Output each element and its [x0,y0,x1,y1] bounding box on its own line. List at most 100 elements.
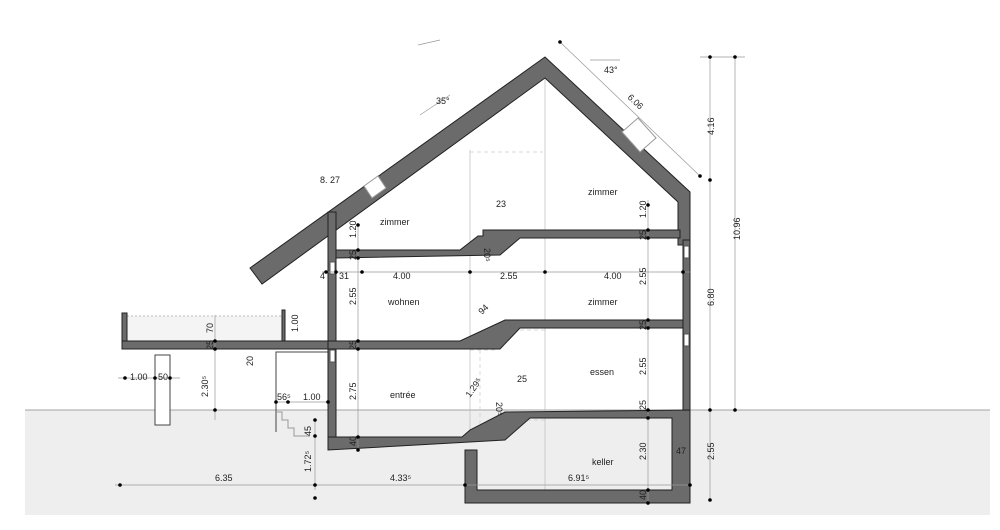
dimension-point [646,228,650,232]
dimension-label: 25 [348,250,358,260]
dimension-point [326,400,330,404]
dimension-label: 2.55 [638,357,648,375]
dimension-label: 1.00 [290,314,300,332]
dimension-point [286,400,290,404]
dimension-label: 2.30 [638,442,648,460]
dimension-label: 23 [496,199,506,209]
dimension-label: 45 [303,426,313,436]
dimension-point [646,488,650,492]
dimension-label: 2.55 [348,287,358,305]
dimension-label: 25 [638,400,648,410]
dimension-label: 6.06 [626,92,646,111]
dimension-label: 4.00 [604,271,622,281]
dimension-point [733,55,737,59]
dimension-point [646,318,650,322]
dimension-point [646,408,650,412]
dimension-label: 4 [320,271,325,281]
dimension-label: 10.96 [732,217,742,240]
dimension-point [733,408,737,412]
terrace [121,309,329,437]
dimension-label: 8. 27 [320,175,340,185]
dimension-label: 6.91⁵ [568,473,590,483]
dimension-label: 70 [205,323,215,333]
dimension-label: 4.16 [706,117,716,135]
dimension-label: 20⁵ [482,248,492,262]
dimension-label: 25 [517,374,527,384]
dimension-lines [115,39,745,505]
structure [327,211,691,504]
dimension-point [213,408,217,412]
dimension-point [153,376,157,380]
dimension-point [313,496,317,500]
guide-lines [469,78,546,490]
dimension-point [708,55,712,59]
dimension-point [313,434,317,438]
dimension-label: 4.33⁵ [390,473,412,483]
dimension-label: 1.72⁵ [303,450,313,472]
dimension-label: 25 [348,340,358,350]
room-label-ground-left: entrée [390,390,416,400]
dimension-point [356,248,360,252]
dimension-point [698,174,702,178]
dimension-label: 25 [638,230,648,240]
roof [249,56,691,285]
dimension-label: 50 [158,372,168,382]
dimension-label: 1.00 [303,392,321,402]
dimension-point [123,376,127,380]
dimension-label: 25 [205,340,215,350]
dimension-point [681,270,685,274]
dimension-label: 47 [676,446,686,456]
dimension-label: 40 [638,490,648,500]
dimension-point [213,347,217,351]
dimension-label: 94 [476,302,490,316]
dimension-label: 20 [245,356,255,366]
room-label-upper-right: zimmer [588,297,618,307]
dimension-label: 1.20 [638,200,648,218]
dimension-label: 2.75 [348,382,358,400]
dimension-point [360,270,364,274]
dimension-label: 6.35 [215,473,233,483]
dimension-label: 2.55 [706,442,716,460]
dimension-label: 20⁵ [494,402,504,416]
dimension-point [356,448,360,452]
dimension-point [708,498,712,502]
roof-angle-right: 43° [604,65,618,75]
dimension-point [274,400,278,404]
dimension-label: 6.80 [706,288,716,306]
dimension-label: 1.00 [130,372,148,382]
dimension-point [646,326,650,330]
dimension-point [646,203,650,207]
dimension-point [558,40,562,44]
dimension-point [708,178,712,182]
dimension-point [356,223,360,227]
dimension-label: 4.00 [393,271,411,281]
dimension-point [213,339,217,343]
dimension-point [313,483,317,487]
room-label-attic-right: zimmer [588,187,618,197]
room-label-attic-left: zimmer [380,217,410,227]
roof-angle-left: 35° [436,96,450,106]
dimension-point [356,256,360,260]
dimension-point [356,435,360,439]
dimension-point [688,483,692,487]
dimension-points [118,40,737,505]
dimension-label: 1.20 [348,220,358,238]
dimension-point [708,408,712,412]
dimension-point [118,483,122,487]
dimension-label: 2.55 [500,271,518,281]
dimension-point [543,270,547,274]
dimension-point [646,501,650,505]
dimension-point [313,418,317,422]
room-label-upper-left: wohnen [387,297,420,307]
dimension-label: 56⁵ [277,392,291,402]
dimension-point [334,270,338,274]
dimension-point [356,347,360,351]
dimension-point [168,376,172,380]
dimension-point [356,339,360,343]
dimension-label: 40 [348,436,358,446]
dimension-point [646,416,650,420]
dimension-label: 1.29⁵ [463,376,484,399]
dimension-point [324,270,328,274]
